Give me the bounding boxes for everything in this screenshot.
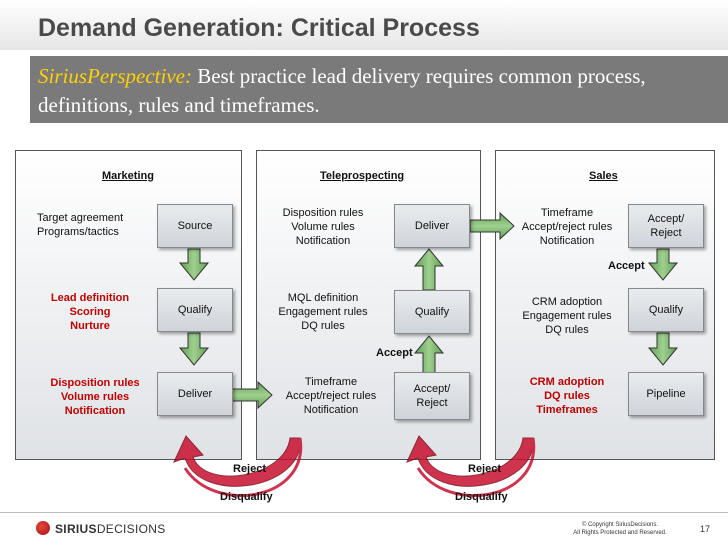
tele-notification: Notification [295, 235, 351, 247]
sales-crm-adoption-red: CRM adoption [529, 376, 605, 388]
marketing-title: Marketing [102, 170, 154, 182]
right-reject-label: Reject [468, 463, 502, 475]
sales-notification: Notification [539, 235, 595, 247]
left-reject-label: Reject [233, 463, 267, 475]
loop-right-disqualify [416, 437, 536, 498]
copyright-line-1: © Copyright SiriusDecisions. [581, 522, 659, 528]
sales-dq-rules: DQ rules [545, 324, 589, 336]
tele-reject-label: Reject [416, 397, 448, 409]
tele-engagement-rules: Engagement rules [278, 306, 368, 318]
sales-timeframe-label: Timeframe [540, 207, 594, 219]
arrow-qualify-deliver [178, 332, 210, 366]
tele-timeframe-notification: Notification [303, 404, 359, 416]
disposition-rules: Disposition rules [50, 377, 140, 389]
tele-accept-label: Accept/ [413, 383, 451, 395]
arrow-deliver-to-tele [231, 380, 273, 410]
sales-engagement-rules: Engagement rules [522, 310, 612, 322]
teleprospecting-title: Teleprospecting [320, 170, 405, 182]
left-disqualify-label: Disqualify [220, 491, 273, 503]
subtitle-banner [30, 56, 728, 123]
sales-timeframe: Timeframe Accept/reject rules Notificati… [512, 206, 622, 248]
page-title: Demand Generation: Critical Process [38, 14, 480, 42]
tele-disposition-rules: Disposition rules [282, 207, 364, 219]
tele-deliver-box: Deliver [394, 204, 470, 248]
footer-divider [0, 512, 728, 513]
volume-rules: Volume rules [60, 391, 130, 403]
tele-accept-label-flow: Accept [376, 347, 413, 359]
sales-crm: CRM adoption Engagement rules DQ rules [512, 295, 622, 337]
lead-scoring: Scoring [69, 306, 111, 318]
note-programs-tactics: Programs/tactics [37, 226, 119, 238]
sales-accept-reject-rules: Accept/reject rules [521, 221, 613, 233]
sales-reject-label: Reject [650, 227, 682, 239]
sales-timeframes-red: Timeframes [536, 404, 598, 416]
tele-volume-rules: Volume rules [291, 221, 355, 233]
tele-rules: Disposition rules Volume rules Notificat… [268, 206, 378, 248]
marketing-lead-definition: Lead definition Scoring Nurture [40, 291, 140, 333]
sales-qualify-box: Qualify [628, 288, 704, 332]
right-disqualify-label: Disqualify [455, 491, 508, 503]
logo-light: DECISIONS [96, 522, 166, 536]
arrow-sales-qualify-pipeline [647, 332, 679, 366]
copyright: © Copyright SiriusDecisions. All Rights … [560, 521, 680, 537]
lead-definition: Lead definition [50, 292, 130, 304]
marketing-deliver-box: Deliver [157, 372, 233, 416]
sales-dq-rules-red: DQ rules [544, 390, 590, 402]
subtitle-lead: SiriusPerspective: [38, 64, 192, 88]
sales-pipeline-box: Pipeline [628, 372, 704, 416]
sales-accept-label: Accept/ [647, 213, 685, 225]
tele-dq-rules: DQ rules [301, 320, 345, 332]
copyright-line-2: All Rights Protected and Reserved. [573, 530, 667, 536]
arrow-sales-accept-qualify [647, 248, 679, 281]
subtitle: SiriusPerspective: Best practice lead de… [38, 62, 678, 120]
sales-accept-label-flow: Accept [608, 260, 645, 272]
arrow-tele-accept-qualify [413, 335, 445, 378]
logo-bold: SIRIUS [55, 522, 97, 536]
tele-accept-reject-rules: Accept/reject rules [285, 390, 377, 402]
sales-title: Sales [589, 170, 618, 182]
company-logo-text: SIRIUSDECISIONS [55, 522, 166, 536]
tele-accept-reject-box: Accept/ Reject [394, 372, 470, 420]
subtitle-text: Best practice lead delivery requires com… [38, 64, 646, 117]
marketing-notes: Target agreement Programs/tactics [37, 211, 123, 239]
mql-definition: MQL definition [287, 292, 359, 304]
arrow-tele-qualify-deliver [413, 248, 445, 291]
arrow-source-qualify [178, 248, 210, 281]
loop-left-disqualify [183, 437, 303, 498]
page-number: 17 [700, 524, 711, 534]
loop-left-reject [173, 435, 301, 487]
loop-right-reject [406, 435, 534, 487]
note-target-agreement: Target agreement [37, 212, 124, 224]
tele-timeframe: Timeframe Accept/reject rules Notificati… [276, 375, 386, 417]
notification: Notification [64, 405, 126, 417]
tele-qualify-box: Qualify [394, 290, 470, 334]
sales-crm-red: CRM adoption DQ rules Timeframes [512, 375, 622, 417]
sales-crm-adoption: CRM adoption [531, 296, 603, 308]
arrow-deliver-to-sales [469, 211, 515, 241]
tele-timeframe-label: Timeframe [304, 376, 358, 388]
marketing-disposition: Disposition rules Volume rules Notificat… [40, 376, 150, 418]
siriusdecisions-logo-icon [36, 521, 50, 535]
marketing-source-box: Source [157, 204, 233, 248]
lead-nurture: Nurture [70, 320, 110, 332]
tele-mql: MQL definition Engagement rules DQ rules [268, 291, 378, 333]
sales-accept-reject-box: Accept/ Reject [628, 204, 704, 248]
marketing-qualify-box: Qualify [157, 288, 233, 332]
title-bar [0, 0, 728, 50]
